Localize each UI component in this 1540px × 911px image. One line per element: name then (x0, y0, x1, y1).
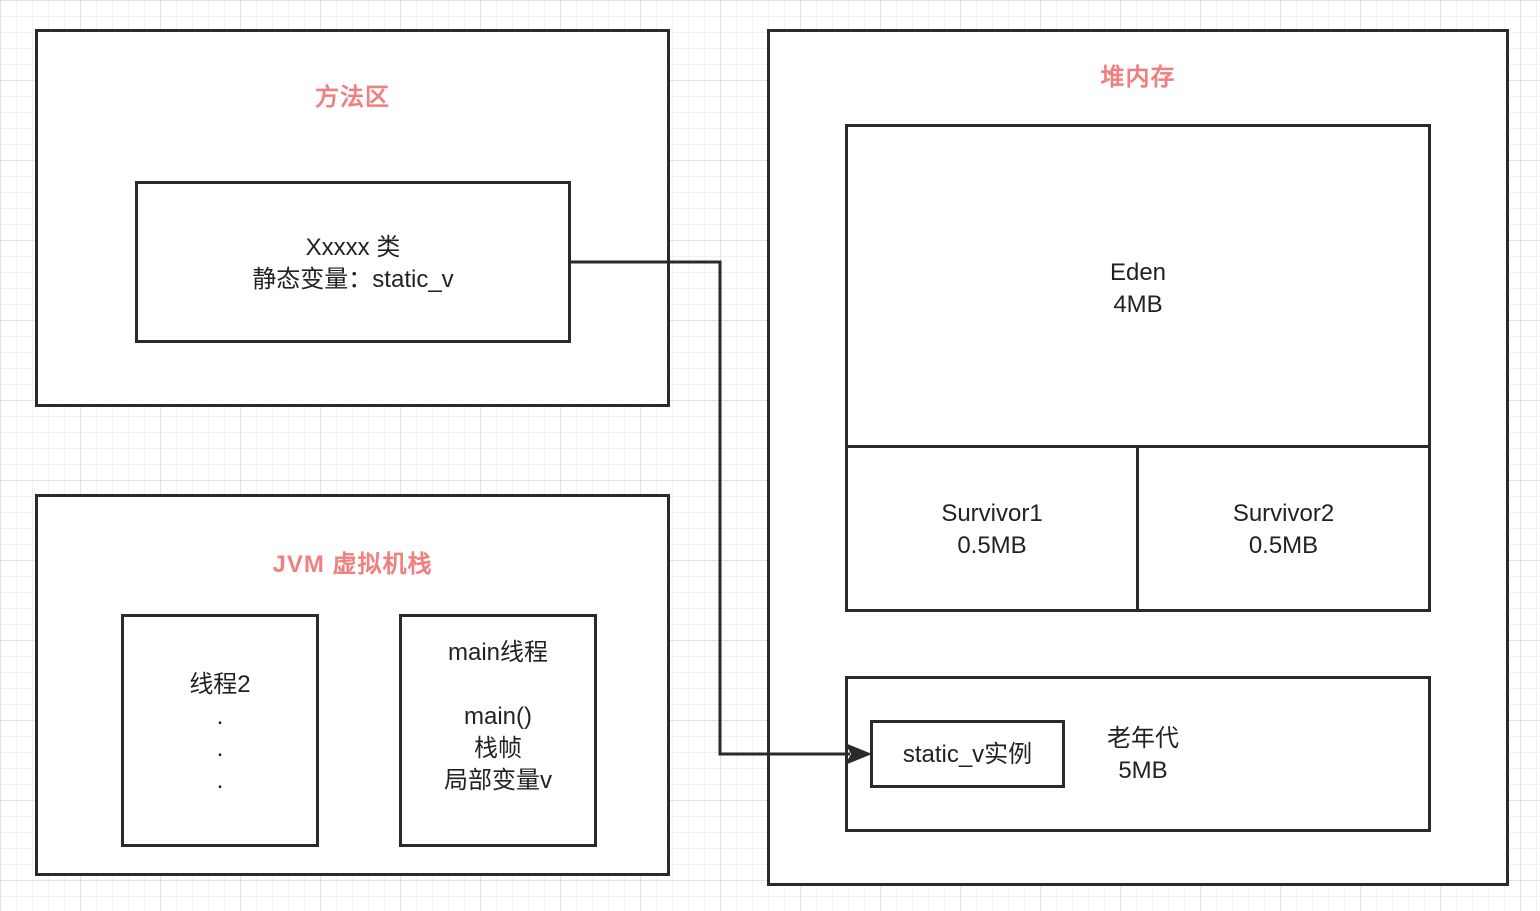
eden-label: Eden 4MB (848, 257, 1428, 321)
survivor1-box: Survivor1 0.5MB (845, 445, 1139, 612)
thread2-dot: . (216, 735, 224, 762)
static-instance-label: static_v实例 (902, 741, 1033, 768)
thread2-dot: . (216, 767, 224, 794)
class-name-text: Xxxxx 类 (305, 234, 401, 261)
survivor2-name: Survivor2 (1232, 500, 1335, 527)
survivor1-name: Survivor1 (941, 500, 1043, 527)
thread2-box: 线程2 . . . (121, 614, 319, 847)
jvm-stack-title: JVM 虚拟机栈 (272, 551, 433, 578)
method-area-title: 方法区 (315, 84, 390, 111)
survivor2-size: 0.5MB (1248, 532, 1319, 559)
main-thread-name: main线程 (447, 639, 549, 666)
static-variable-text: 静态变量：static_v (252, 266, 454, 293)
class-box: Xxxxx 类 静态变量：static_v (135, 181, 571, 343)
main-thread-box: main线程 main() 栈帧 局部变量v (399, 614, 597, 847)
old-gen-size: 5MB (1118, 757, 1168, 784)
local-variable-text: 局部变量v (444, 767, 552, 794)
thread2-label: 线程2 . . . (124, 669, 316, 797)
survivor1-size: 0.5MB (957, 532, 1027, 559)
survivor2-box: Survivor2 0.5MB (1136, 445, 1431, 612)
old-gen-label: 老年代 5MB (1043, 723, 1243, 787)
main-method-text: main() (463, 703, 532, 730)
thread2-name: 线程2 (189, 671, 251, 698)
old-gen-name: 老年代 (1107, 725, 1179, 752)
static-instance-box: static_v实例 (870, 720, 1065, 788)
main-thread-spacer (402, 669, 594, 701)
heap-title: 堆内存 (1100, 64, 1176, 91)
survivor1-label: Survivor1 0.5MB (848, 498, 1136, 562)
eden-size: 4MB (1113, 291, 1163, 318)
class-box-label: Xxxxx 类 静态变量：static_v (138, 232, 568, 296)
eden-name: Eden (1109, 259, 1167, 286)
eden-box: Eden 4MB (845, 124, 1431, 448)
thread2-dot: . (216, 703, 224, 730)
main-thread-label: main线程 main() 栈帧 局部变量v (402, 637, 594, 797)
stack-frame-text: 栈帧 (474, 735, 522, 762)
survivor2-label: Survivor2 0.5MB (1139, 498, 1428, 562)
